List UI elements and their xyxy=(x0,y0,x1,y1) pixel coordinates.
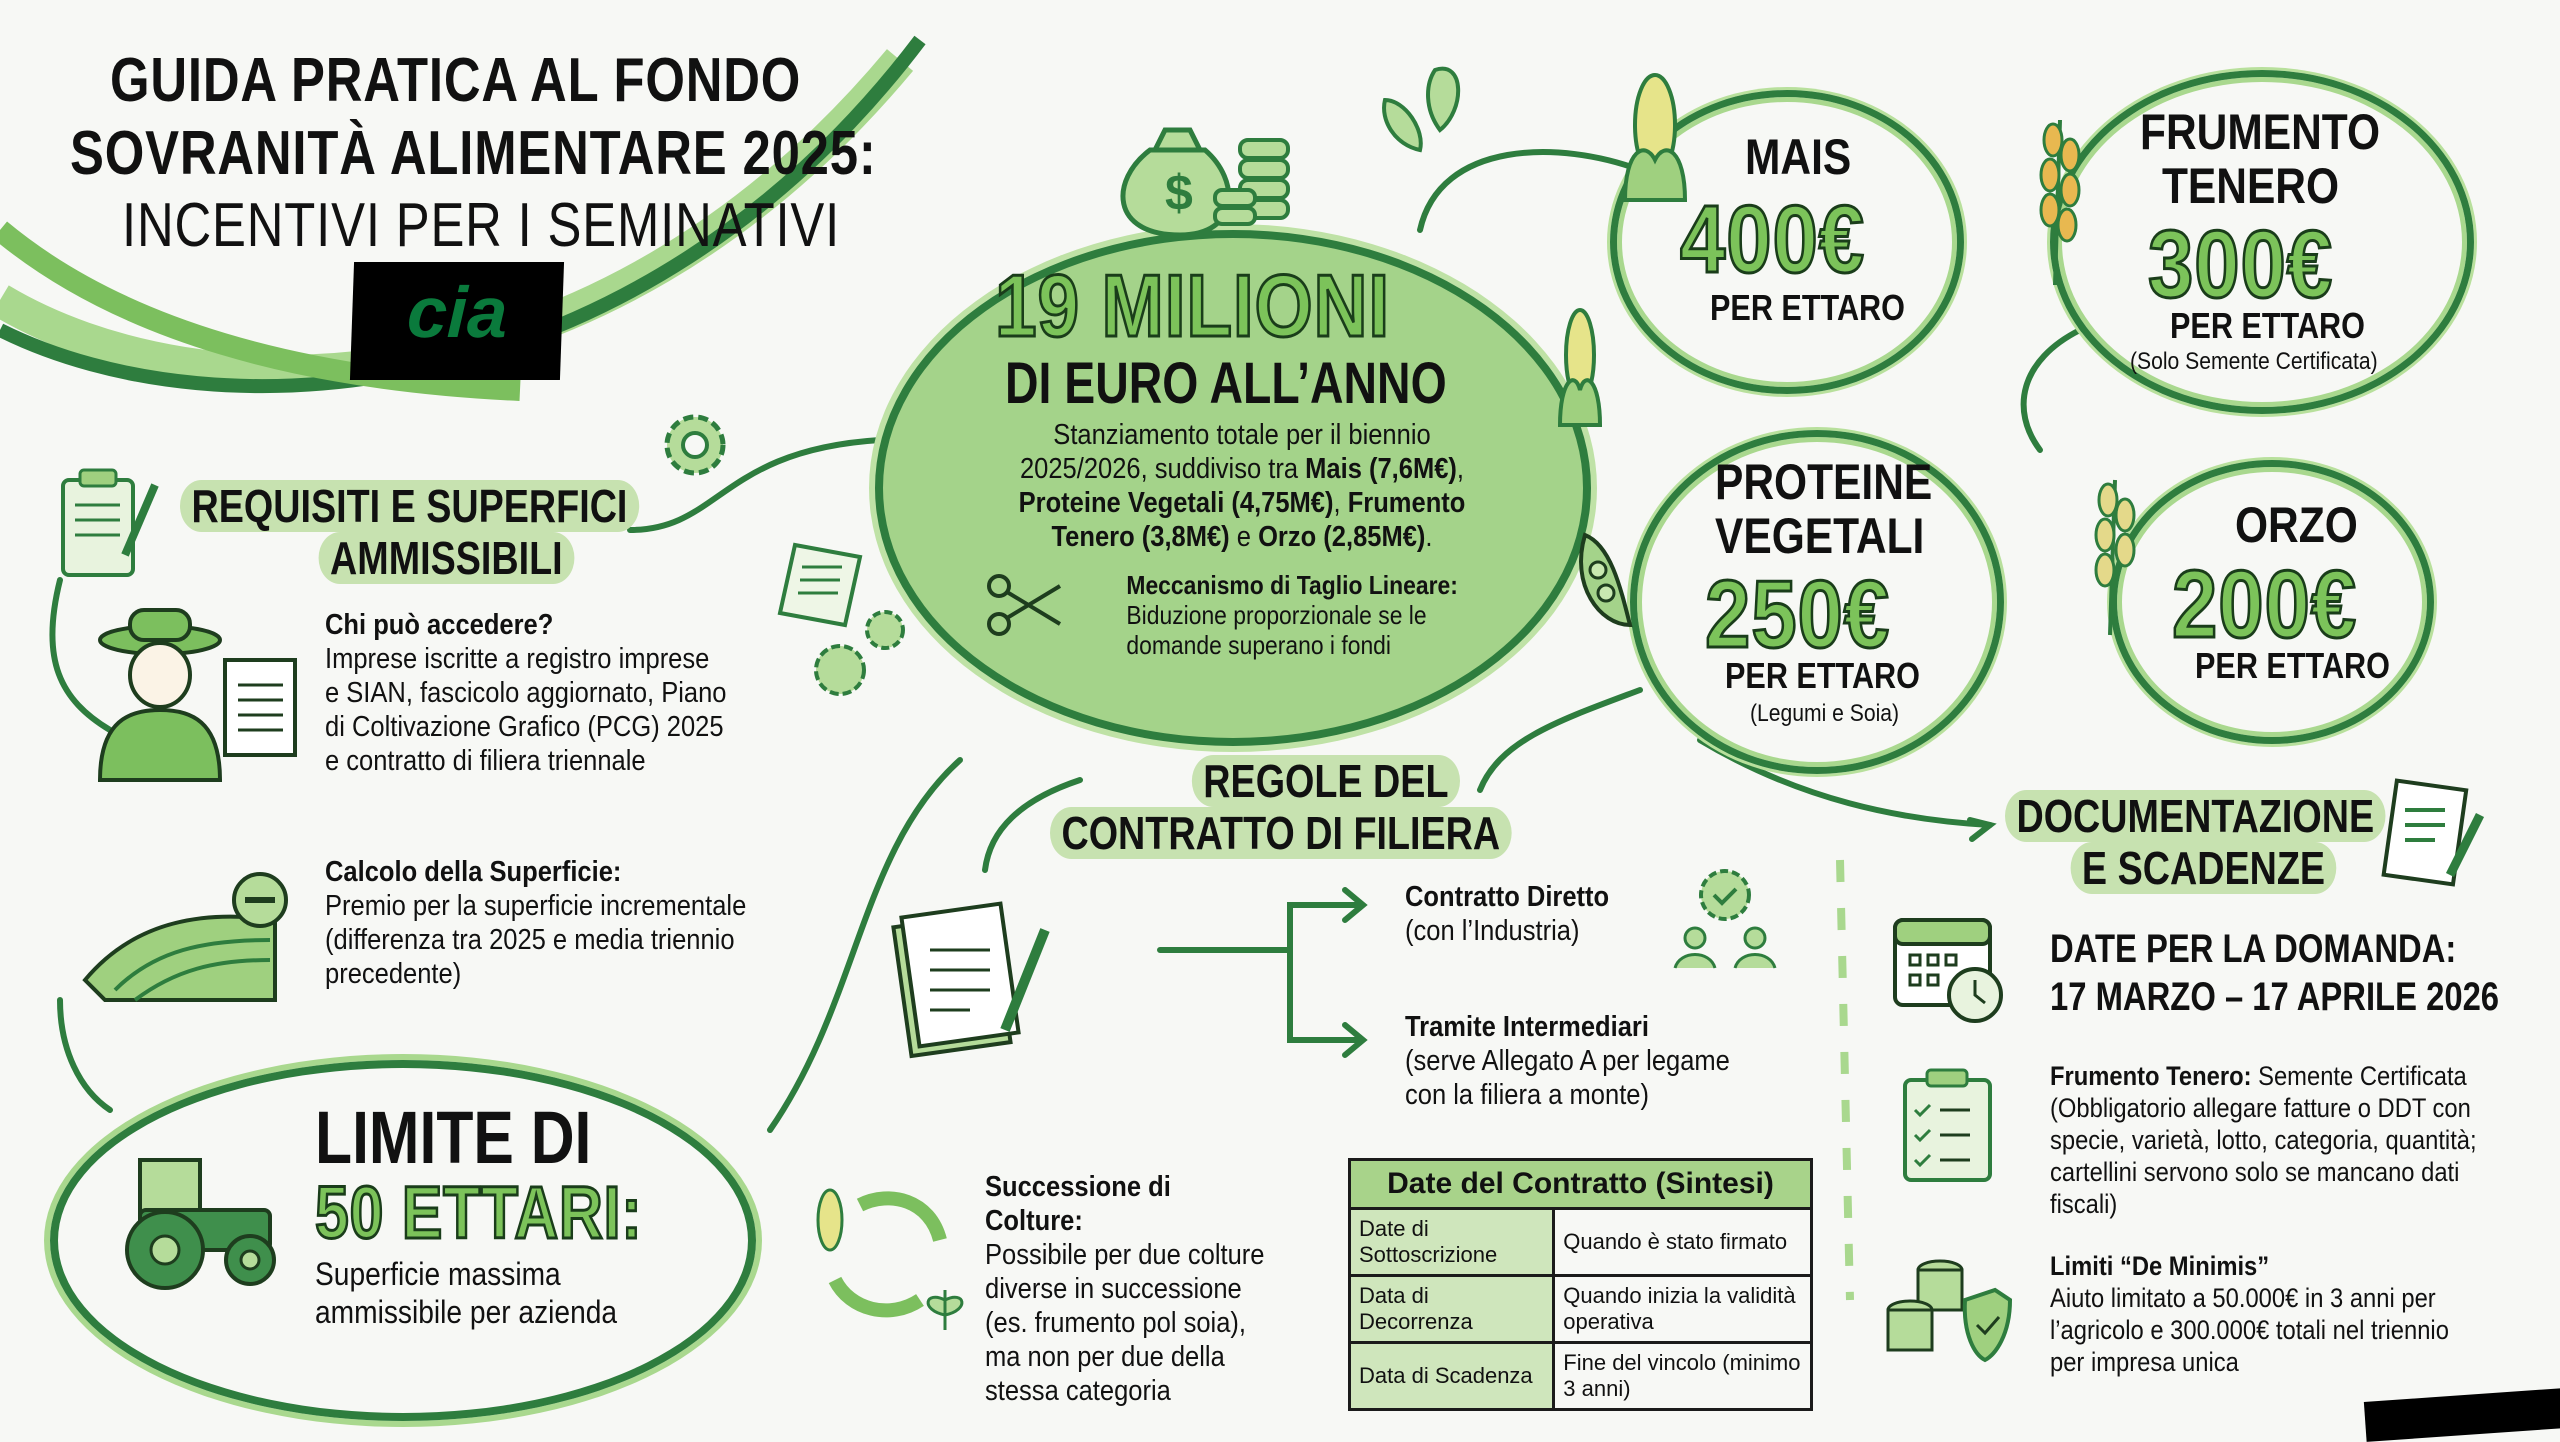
limit-line1: LIMITE DI xyxy=(315,1096,592,1179)
contratto-heading: REGOLE DEL CONTRATTO DI FILIERA xyxy=(1050,755,1512,859)
requisiti-heading: REQUISITI E SUPERFICI AMMISSIBILI xyxy=(180,480,639,584)
intermediaries-contract: Tramite Intermediari (serve Allegato A p… xyxy=(1405,1011,1730,1111)
direct-contract: Contratto Diretto (con l’Industria) xyxy=(1405,881,1610,947)
gear-icon xyxy=(664,414,726,476)
logo-text: cia xyxy=(405,273,509,353)
frumento-documentation: Frumento Tenero: Semente Certificata (Ob… xyxy=(2050,1061,2477,1219)
soybean-pod-icon xyxy=(1579,532,1633,628)
title-line-2: SOVRANITÀ ALIMENTARE 2025: xyxy=(70,119,877,188)
crop-amount-frumento: 300€ xyxy=(2147,210,2334,320)
limit-text: Superficie massima ammissibile per azien… xyxy=(315,1256,618,1330)
crop-ring-proteine xyxy=(1630,430,2004,774)
calendar-clock-icon xyxy=(1893,918,2003,1023)
crop-per-frumento: PER ETTARO xyxy=(2170,305,2365,346)
table-title: Date del Contratto (Sintesi) xyxy=(1348,1158,1813,1210)
crop-amount-mais: 400€ xyxy=(1679,185,1866,295)
farmer-icon xyxy=(97,608,297,782)
crop-name-mais: MAIS xyxy=(1745,129,1852,185)
gears-small-icon xyxy=(814,610,905,696)
crop-amount-orzo: 200€ xyxy=(2171,550,2358,660)
crop-per-proteine: PER ETTARO xyxy=(1725,655,1920,696)
signed-document-icon xyxy=(2381,778,2485,887)
barley-icon xyxy=(2094,479,2136,636)
wheat-icon xyxy=(2039,119,2081,286)
crop-name-frumento: FRUMENTO TENERO xyxy=(2140,104,2381,214)
fund-circle xyxy=(875,230,1591,746)
who-can-access: Chi può accedere? Imprese iscritte a reg… xyxy=(325,609,727,777)
crop-per-mais: PER ETTARO xyxy=(1710,287,1905,328)
crop-note-proteine: (Legumi e Soia) xyxy=(1750,700,1900,727)
fund-description: Stanziamento totale per il biennio 2025/… xyxy=(1018,419,1466,553)
surface-calc: Calcolo della Superficie: Premio per la … xyxy=(325,856,747,990)
title-line-1: GUIDA PRATICA AL FONDO xyxy=(110,46,802,115)
crop-per-orzo: PER ETTARO xyxy=(2195,645,2390,686)
documentazione-heading: DOCUMENTAZIONE E SCADENZE xyxy=(2005,790,2386,894)
checklist-icon xyxy=(1903,1068,1992,1182)
crop-succession: Successione di Colture: Possibile per du… xyxy=(985,1171,1265,1407)
svg-text:$: $ xyxy=(1165,165,1193,221)
scroll-document-icon xyxy=(777,542,863,628)
leaves-icon xyxy=(1382,66,1461,153)
crop-ring-mais xyxy=(1610,90,1964,394)
limit-line2: 50 ETTARI: xyxy=(314,1170,643,1256)
fund-amount: 19 MILIONI xyxy=(994,255,1391,357)
mechanism-note: Meccanismo di Taglio Lineare:Biduzione p… xyxy=(1126,570,1458,660)
contract-document-icon xyxy=(891,901,1050,1059)
money-bag-icon: $ xyxy=(1120,127,1290,238)
corn-icon-small xyxy=(1557,308,1603,427)
crop-ring-orzo xyxy=(2110,460,2434,744)
coins-shield-icon xyxy=(1886,1259,2013,1363)
limit-ellipse xyxy=(50,1060,756,1421)
scissors-icon xyxy=(987,574,1062,636)
contract-dates-table: Date del Contratto (Sintesi) Date di Sot… xyxy=(1347,1158,1813,1411)
crop-ring-frumento xyxy=(2050,70,2474,414)
crop-note-frumento: (Solo Semente Certificata) xyxy=(2130,348,2378,375)
handshake-badge-icon xyxy=(1673,869,1777,969)
de-minimis-limits: Limiti “De Minimis” Aiuto limitato a 50.… xyxy=(2050,1251,2449,1377)
subtitle: INCENTIVI PER I SEMINATIVI xyxy=(122,191,841,260)
corn-icon xyxy=(1622,73,1688,202)
crop-amount-proteine: 250€ xyxy=(1704,560,1891,670)
cia-logo: cia xyxy=(349,262,565,380)
application-dates: DATE PER LA DOMANDA: 17 MARZO – 17 APRIL… xyxy=(2050,927,2500,1019)
crop-name-proteine: PROTEINE VEGETALI xyxy=(1715,454,1933,564)
tractor-icon xyxy=(125,1158,276,1290)
clipboard-icon xyxy=(61,468,159,577)
crop-name-orzo: ORZO xyxy=(2235,497,2358,553)
crop-rotation-icon xyxy=(816,1188,964,1330)
fund-unit: DI EURO ALL’ANNO xyxy=(1005,351,1447,416)
field-icon xyxy=(82,872,288,1002)
